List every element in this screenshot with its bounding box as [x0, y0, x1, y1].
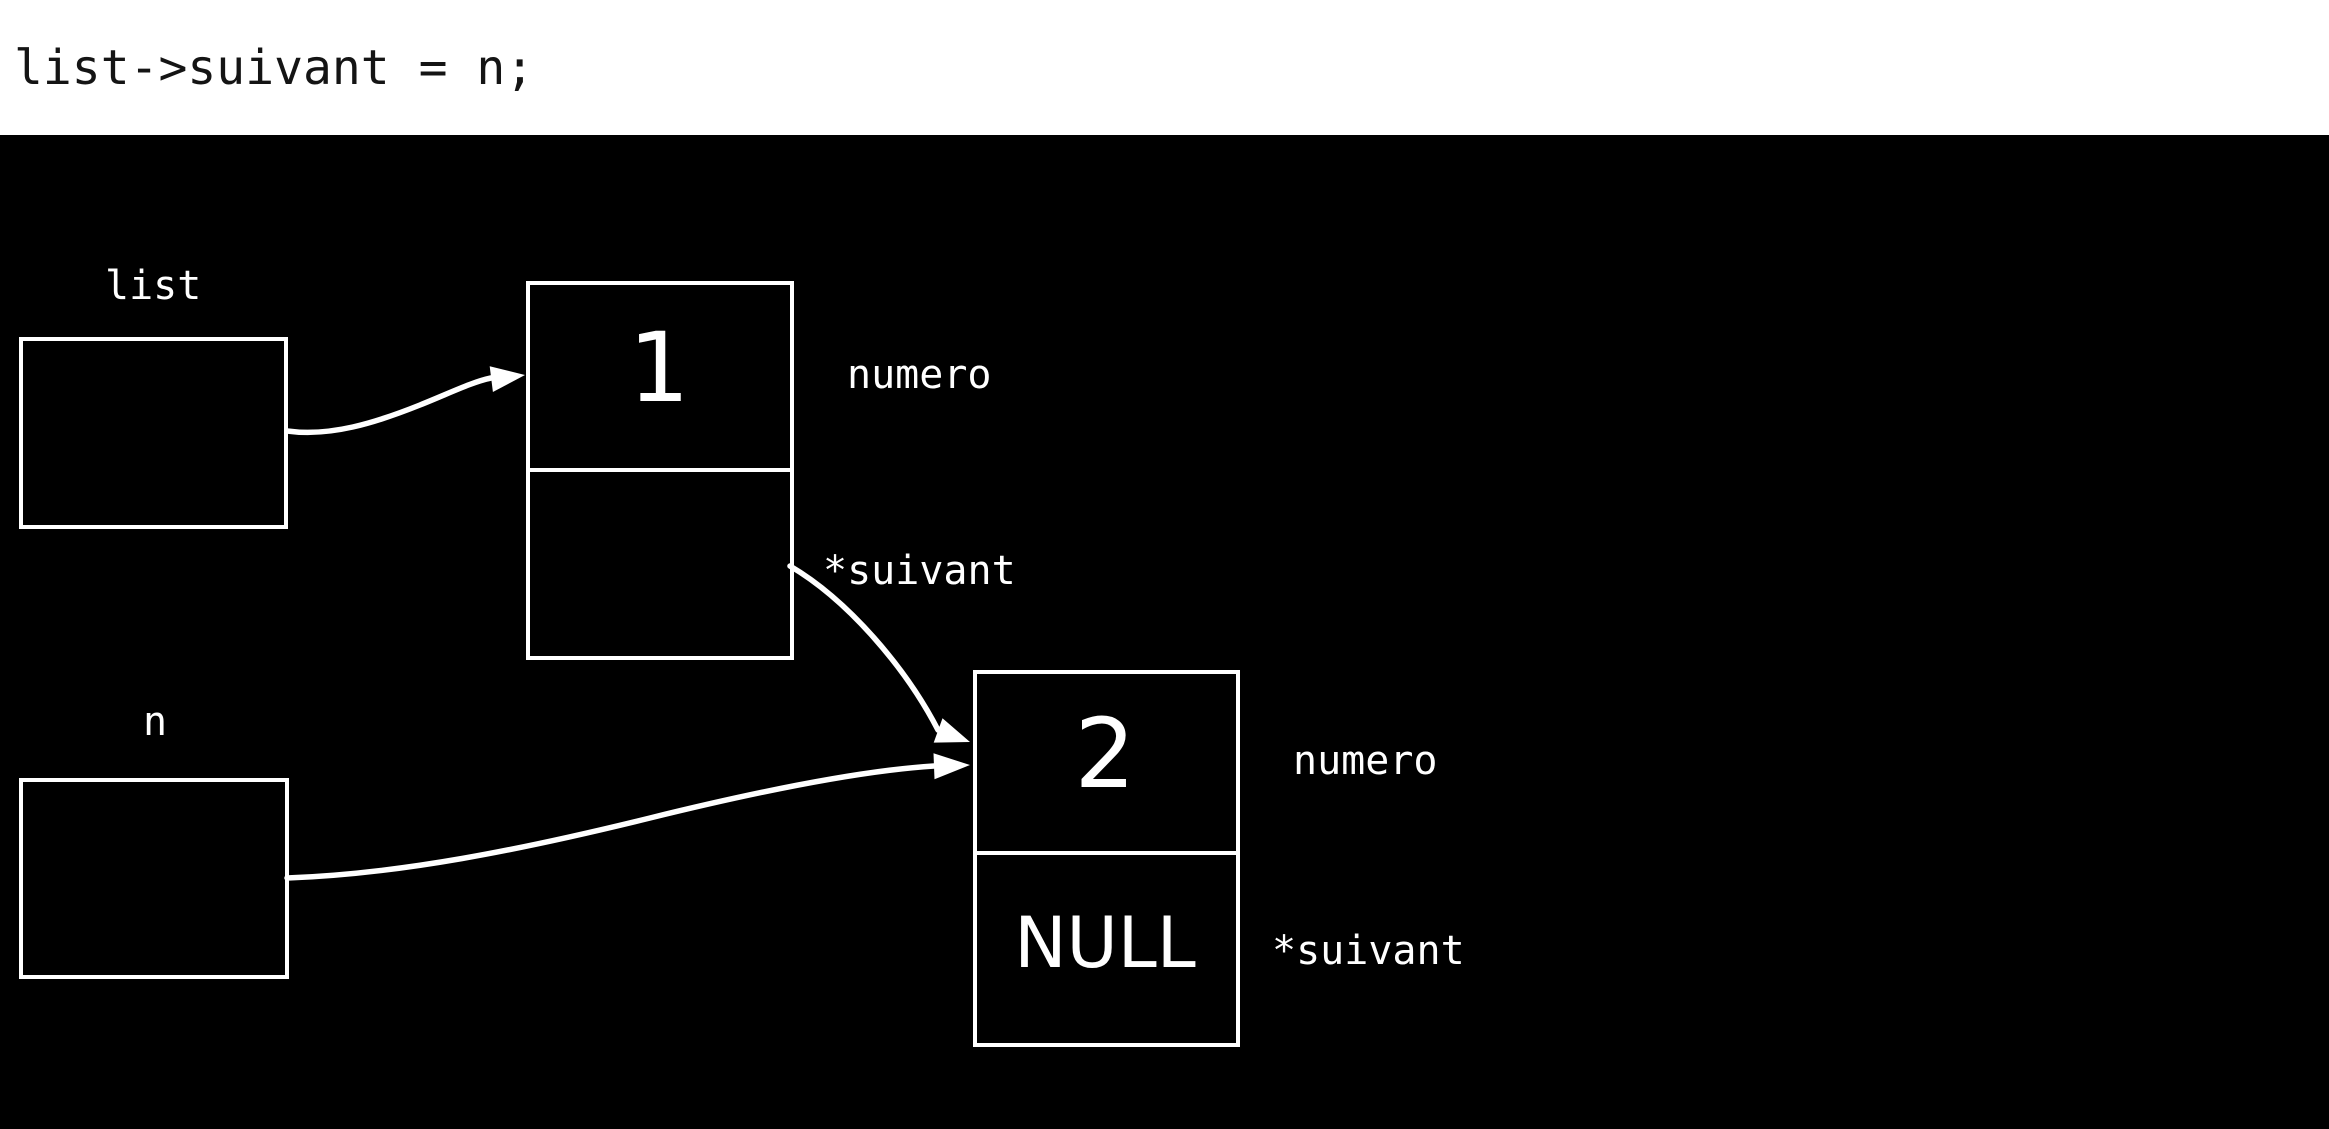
arrow-node1-suivant-to-node2-line: [787, 563, 941, 733]
node1-numero-label: numero: [847, 352, 992, 398]
node1-numero-value: 1: [628, 312, 689, 424]
node2-numero-label: numero: [1293, 738, 1438, 784]
list-pointer-label: list: [105, 263, 201, 309]
arrow-node1-suivant-to-node2-head-icon: [933, 718, 970, 743]
code-bar: list->suivant = n;: [0, 0, 2329, 135]
node2-numero-value: 2: [1074, 698, 1135, 810]
node2-suivant-value: NULL: [1014, 902, 1196, 984]
arrow-node1-suivant-to-node2: [787, 563, 970, 743]
node2-suivant-label: *suivant: [1272, 928, 1465, 974]
list-pointer-box: [19, 337, 288, 529]
n-pointer-box: [19, 778, 289, 979]
node2-box: [973, 670, 1240, 1047]
node1-suivant-label: *suivant: [823, 548, 1016, 594]
arrow-list-to-node1: [284, 366, 525, 436]
arrow-list-to-node1-line: [284, 375, 494, 436]
arrow-n-to-node2-head-icon: [933, 753, 970, 780]
arrow-list-to-node1-head-icon: [489, 366, 525, 392]
arrow-n-to-node2-line: [284, 763, 937, 881]
arrow-n-to-node2: [284, 753, 970, 881]
code-statement: list->suivant = n;: [14, 39, 535, 96]
n-pointer-label: n: [143, 699, 167, 745]
